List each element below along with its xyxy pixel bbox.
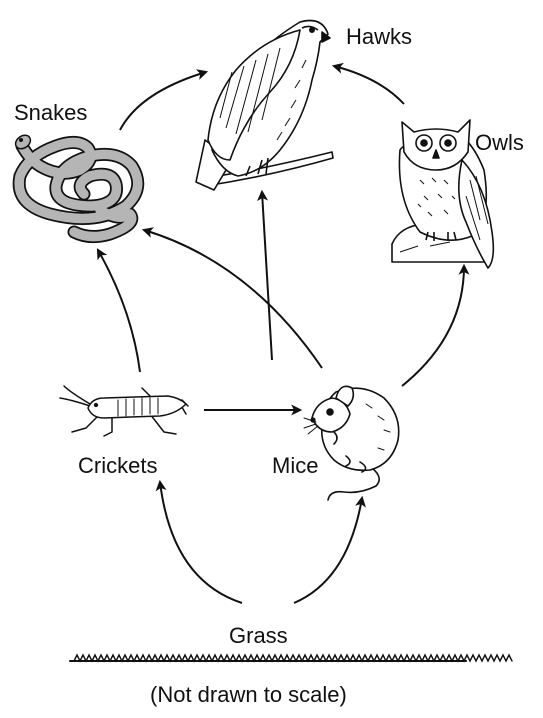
label-mice: Mice bbox=[272, 455, 318, 477]
label-snakes: Snakes bbox=[14, 102, 87, 124]
arrow-mice-to-snakes bbox=[144, 230, 322, 368]
mouse-illustration bbox=[304, 386, 399, 500]
label-grass: Grass bbox=[229, 625, 288, 647]
label-owls: Owls bbox=[475, 132, 524, 154]
label-crickets: Crickets bbox=[78, 455, 157, 477]
label-hawks: Hawks bbox=[346, 26, 412, 48]
snake-illustration bbox=[13, 132, 138, 236]
arrow-crickets-to-snakes bbox=[98, 250, 140, 372]
arrow-grass-to-mice bbox=[294, 498, 362, 603]
scale-note: (Not drawn to scale) bbox=[150, 684, 347, 706]
hawk-illustration bbox=[196, 21, 333, 191]
arrow-owls-to-hawks bbox=[334, 66, 404, 104]
arrow-mice-to-hawks bbox=[262, 192, 272, 360]
grass-illustration bbox=[70, 655, 512, 661]
arrow-snakes-to-hawks bbox=[120, 72, 206, 130]
cricket-illustration bbox=[60, 386, 188, 436]
arrow-grass-to-crickets bbox=[160, 482, 242, 603]
arrow-mice-to-owls bbox=[402, 266, 464, 386]
